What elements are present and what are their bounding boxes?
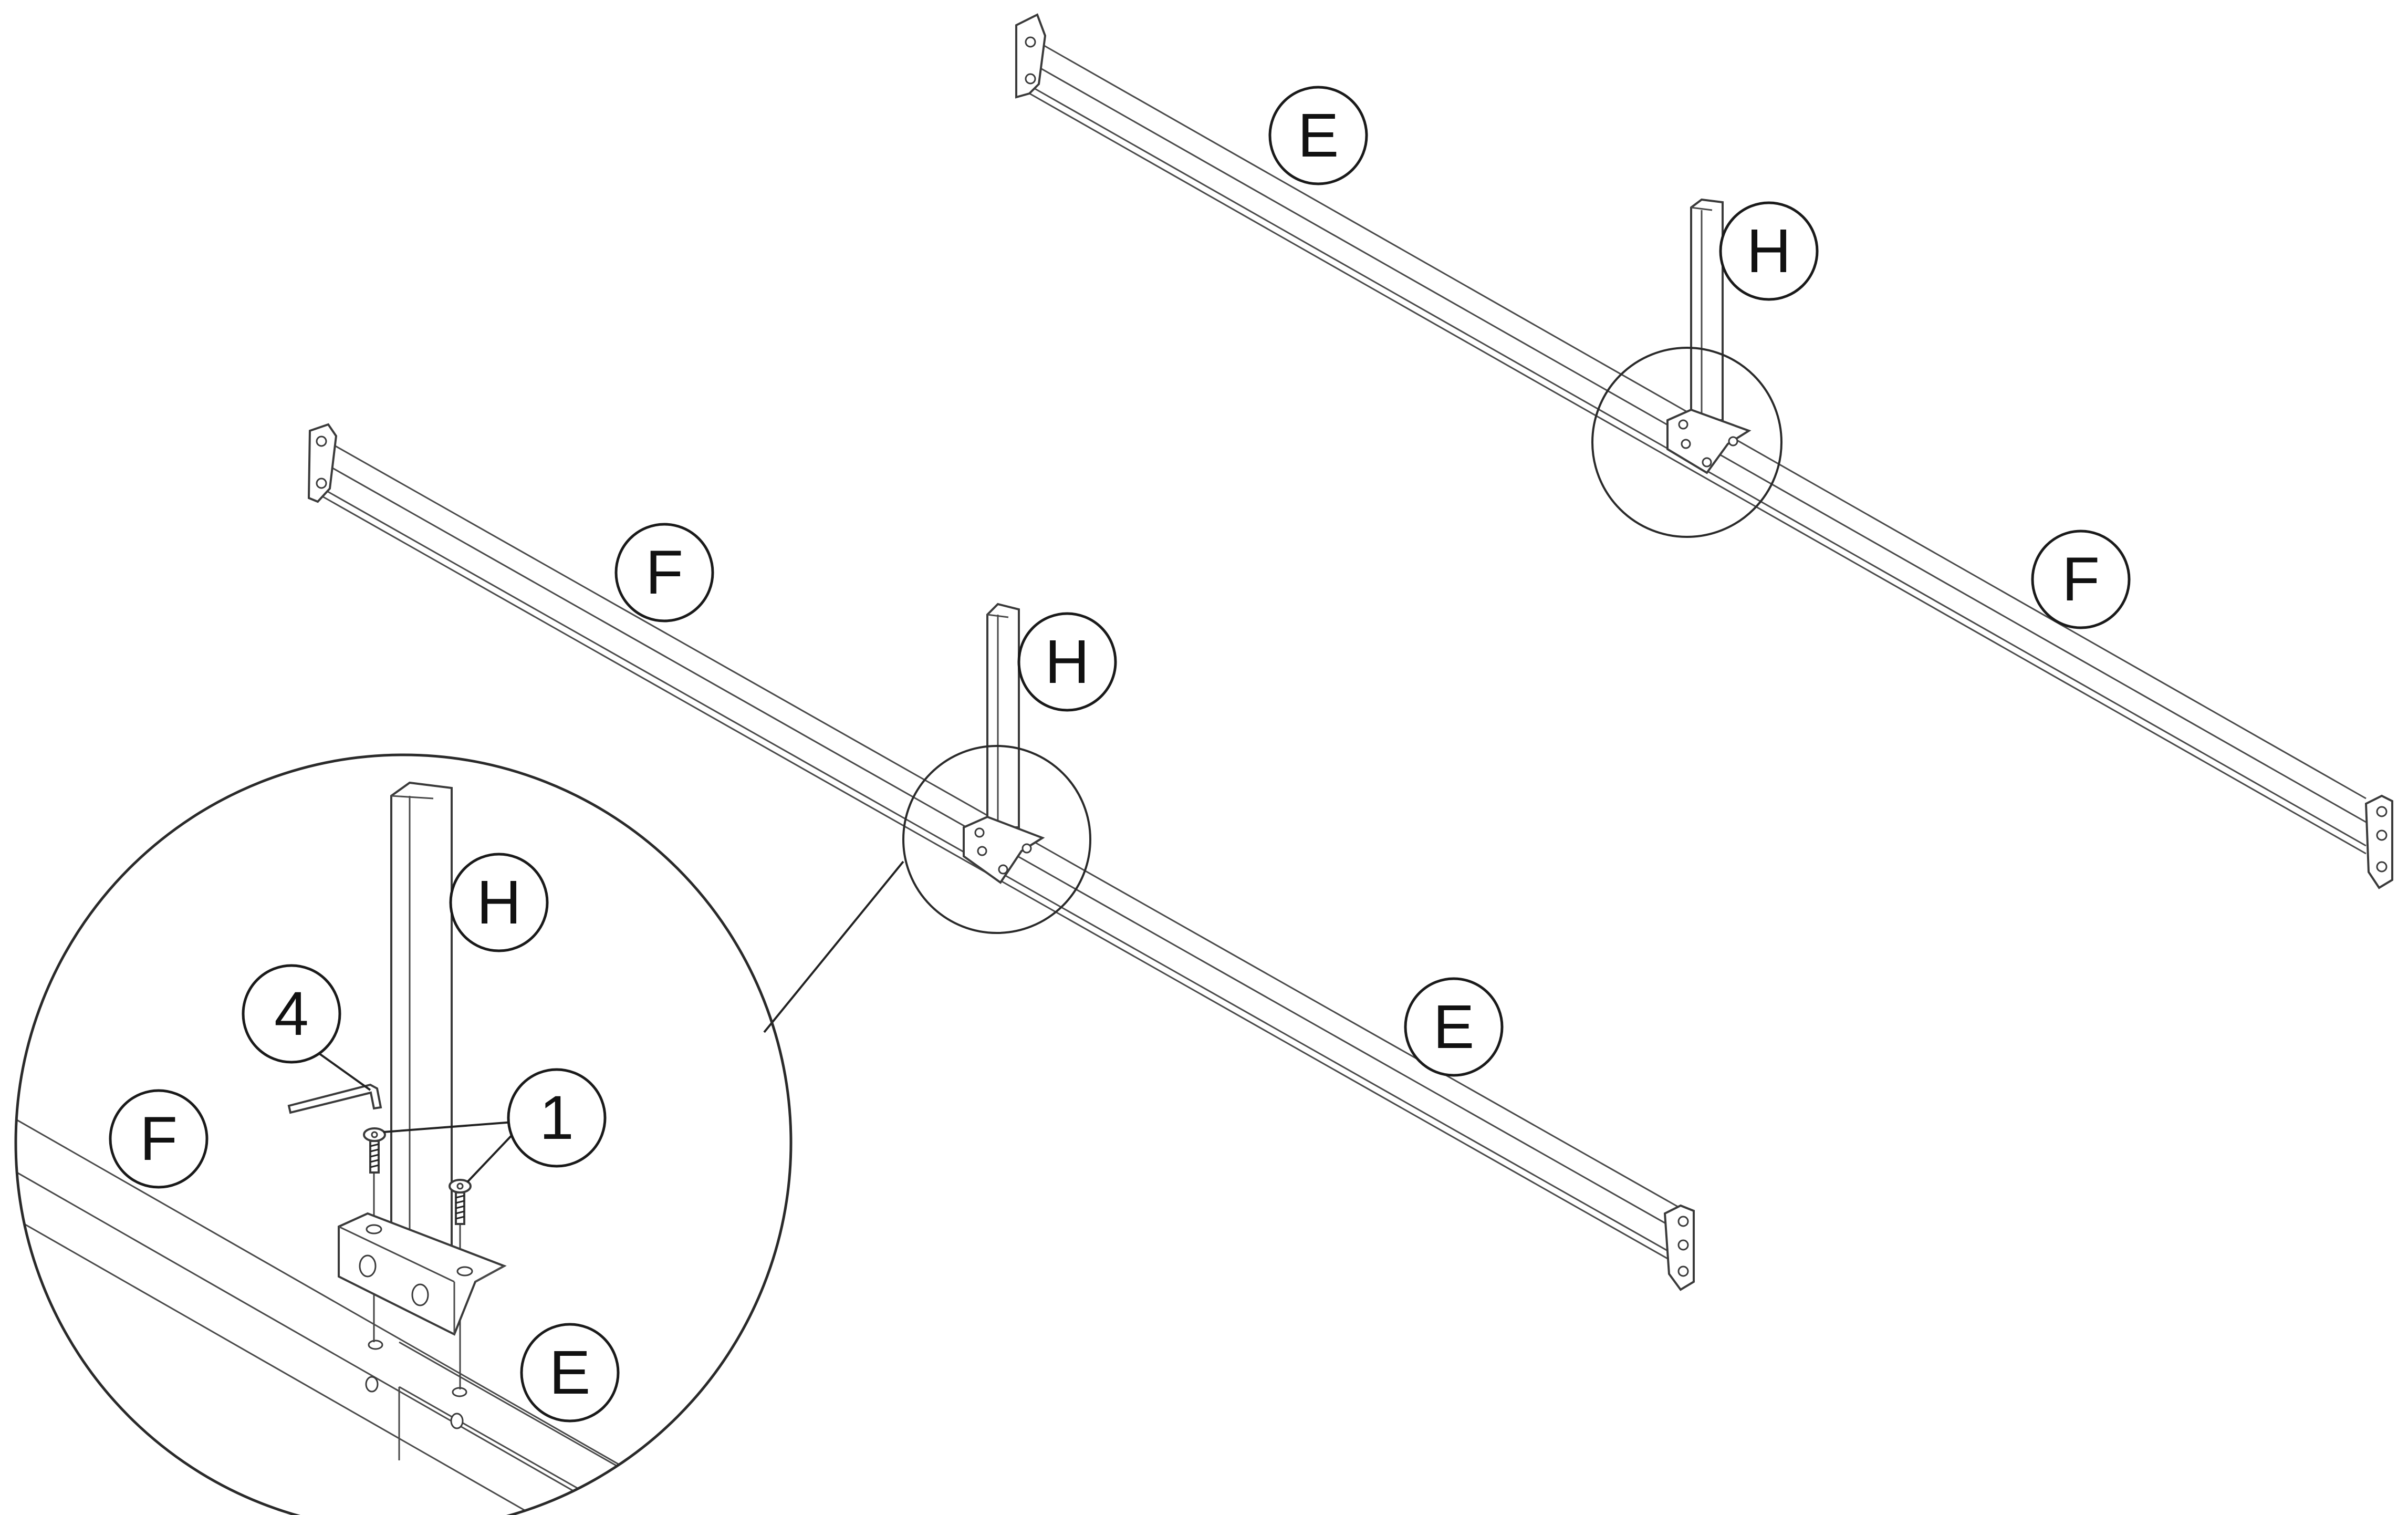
top-detail-ring [1591,347,1782,538]
middle-rail-right-end [1663,1204,1695,1291]
svg-text:H: H [1746,216,1791,286]
detail-circle [14,753,793,1515]
leader-screw-right [466,1128,518,1183]
callout-detail-post-h: H [449,853,549,952]
svg-text:F: F [2062,545,2100,614]
callout-detail-rail-e: E [520,1323,620,1423]
top-rail-left-end [1015,13,1047,99]
screw-right [449,1179,472,1225]
callout-mid-post-h: H [1017,612,1117,712]
svg-text:E: E [1433,992,1475,1062]
callout-top-rail-f: F [2031,530,2131,629]
top-bracket [1666,408,1752,474]
callout-detail-screw-1: 1 [507,1068,607,1168]
top-assembly [1015,13,2393,889]
leader-screw-left [383,1120,520,1133]
callout-detail-tool-4: 4 [242,964,341,1064]
middle-post [986,603,1020,828]
middle-assembly [307,423,1695,1291]
detail-connector-line [763,860,904,1033]
allen-key [287,1083,382,1114]
svg-text:F: F [645,538,683,607]
top-post [1690,198,1724,421]
leader-tool [314,1050,371,1091]
svg-text:4: 4 [274,979,309,1049]
callout-top-post-h: H [1719,201,1819,301]
callout-detail-rail-f: F [109,1089,209,1189]
callouts: E H F F H E H 4 [109,86,2131,1423]
top-rail-right-end [2364,794,2393,889]
middle-bracket [963,815,1045,884]
callout-mid-rail-f: F [614,523,714,622]
middle-rail-left-end [307,423,338,503]
callout-mid-rail-e: E [1404,977,1504,1077]
callout-top-rail-e: E [1268,86,1368,185]
svg-text:H: H [1045,627,1089,697]
svg-text:E: E [549,1338,591,1407]
screw-left [363,1127,386,1174]
svg-text:H: H [476,868,521,937]
svg-text:1: 1 [539,1083,574,1153]
svg-text:F: F [140,1104,178,1174]
svg-text:E: E [1298,101,1339,170]
middle-detail-ring [902,745,1091,934]
